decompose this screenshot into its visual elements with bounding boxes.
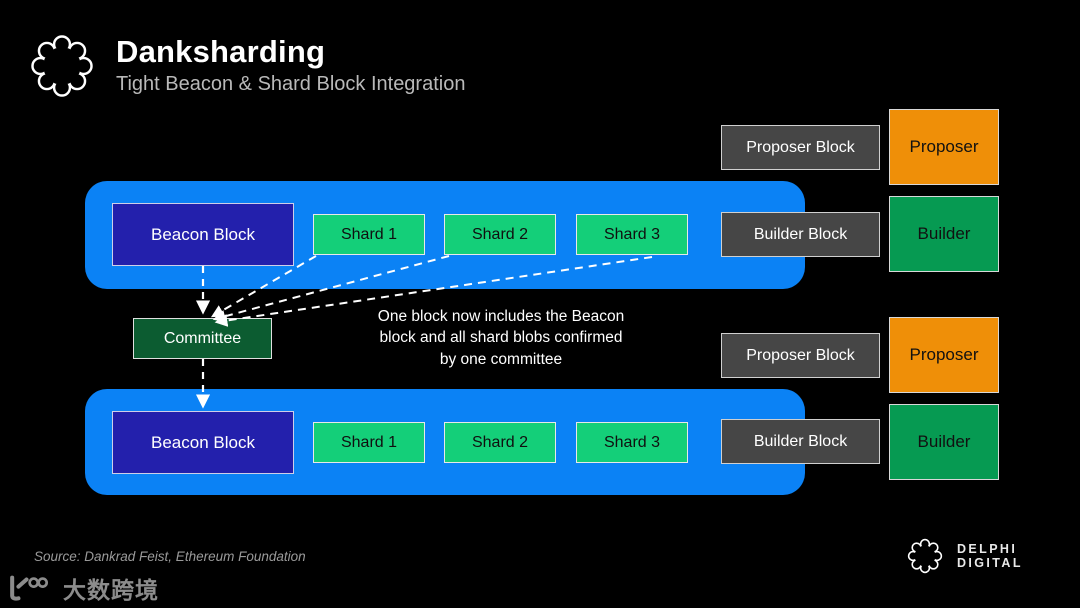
slide-header: Danksharding Tight Beacon & Shard Block … [26,30,465,102]
proposer-block-bottom[interactable]: Proposer Block [721,333,880,378]
shard-block-bottom-2[interactable]: Shard 2 [444,422,556,463]
shard-block-bottom-1[interactable]: Shard 1 [313,422,425,463]
beacon-block-bottom[interactable]: Beacon Block [112,411,294,474]
page-subtitle: Tight Beacon & Shard Block Integration [116,73,466,96]
shard-block-top-1[interactable]: Shard 1 [313,214,425,255]
shard-block-bottom-3[interactable]: Shard 3 [576,422,688,463]
shard-block-top-2[interactable]: Shard 2 [444,214,556,255]
page-title: Danksharding [116,33,326,69]
delphi-ring-logo-icon [905,536,945,576]
committee-block[interactable]: Committee [133,318,272,359]
source-note: Source: Dankrad Feist, Ethereum Foundati… [34,549,306,564]
builder-actor-top[interactable]: Builder [889,196,999,272]
shard-block-top-3[interactable]: Shard 3 [576,214,688,255]
beacon-block-top[interactable]: Beacon Block [112,203,294,266]
proposer-actor-bottom[interactable]: Proposer [889,317,999,393]
proposer-block-top[interactable]: Proposer Block [721,125,880,170]
proposer-actor-top[interactable]: Proposer [889,109,999,185]
delphi-wordmark: DELPHI DIGITAL [957,542,1023,570]
builder-actor-bottom[interactable]: Builder [889,404,999,480]
delphi-ring-logo-icon [26,30,98,102]
builder-block-bottom[interactable]: Builder Block [721,419,880,464]
watermark-mark-icon [8,575,54,601]
site-watermark: 大数跨境 [8,571,159,605]
annotation-text: One block now includes the Beacon block … [377,308,625,368]
builder-block-top[interactable]: Builder Block [721,212,880,257]
header-text-group: Danksharding Tight Beacon & Shard Block … [116,33,466,98]
watermark-label: 大数跨境 [63,577,159,603]
delphi-digital-logo: DELPHI DIGITAL [905,536,1080,576]
